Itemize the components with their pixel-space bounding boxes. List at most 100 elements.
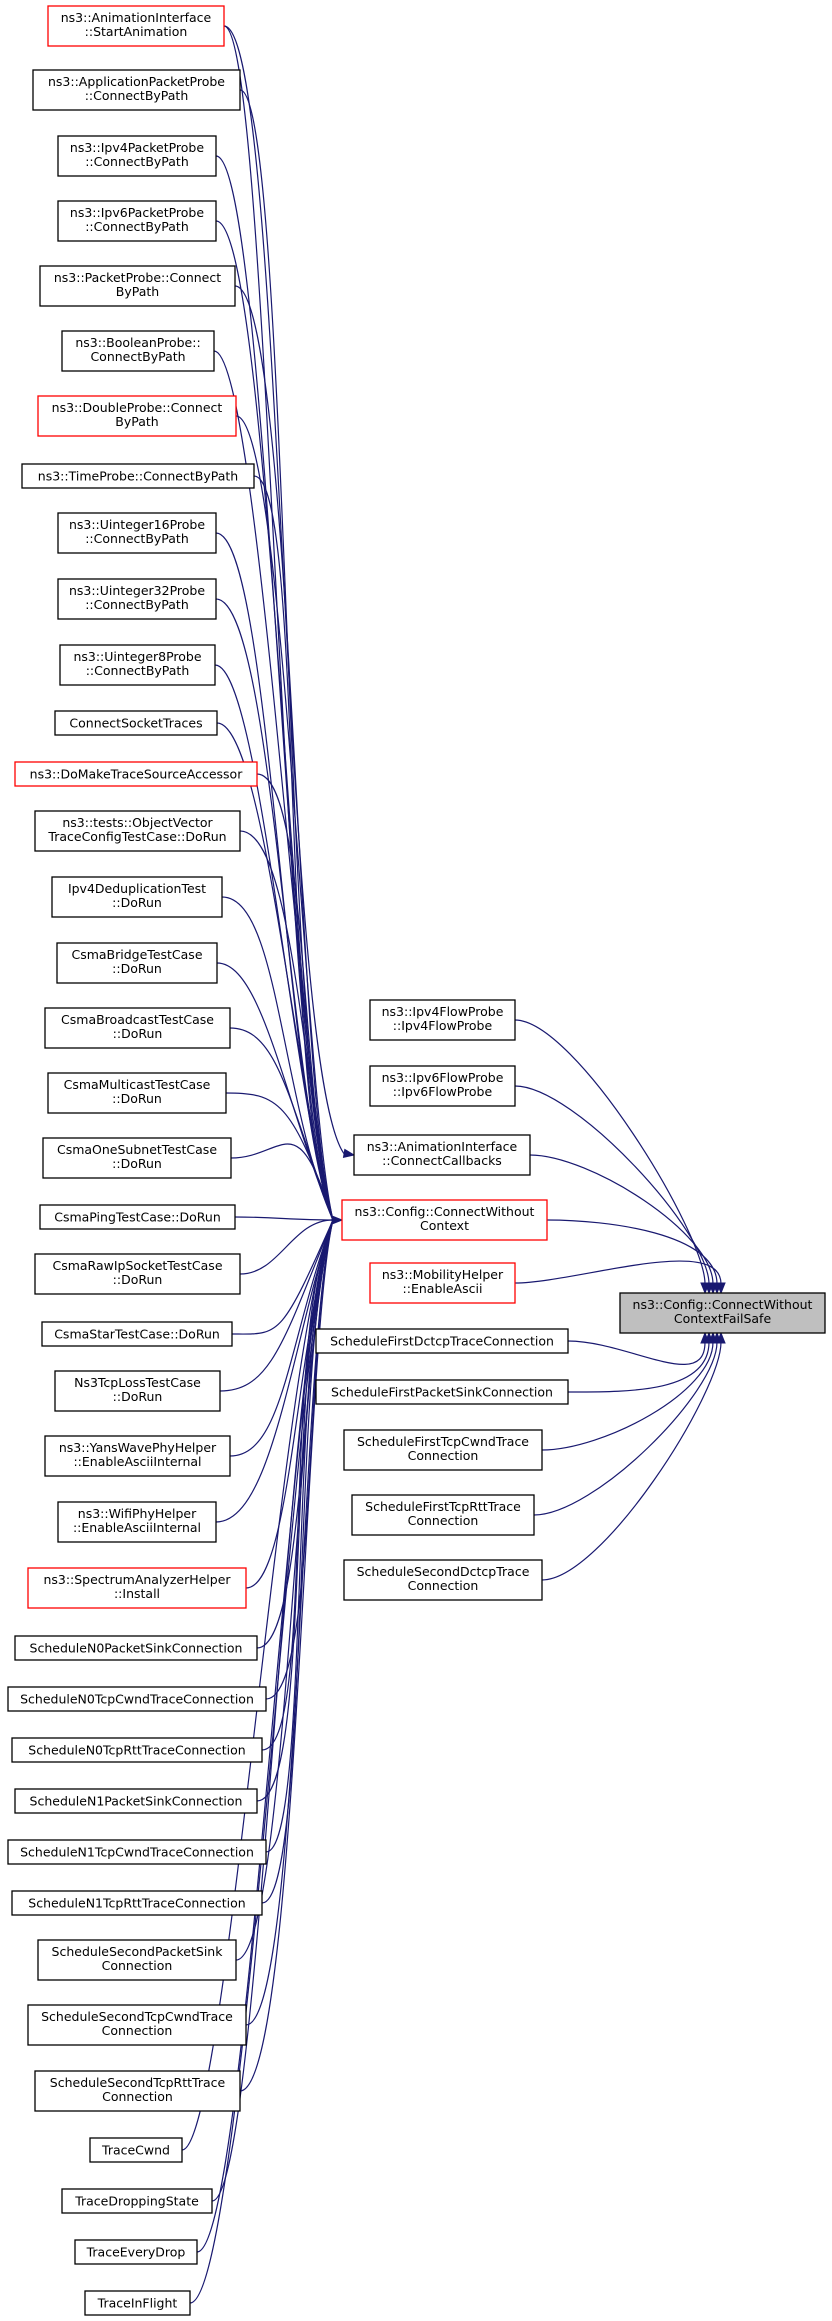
node-l35[interactable]: TraceCwnd bbox=[89, 2137, 183, 2163]
node-m0[interactable]: ns3::Ipv4FlowProbe::Ipv4FlowProbe bbox=[369, 999, 516, 1041]
node-l21[interactable]: CsmaStarTestCase::DoRun bbox=[41, 1321, 233, 1347]
node-l2[interactable]: ns3::Ipv4PacketProbe::ConnectByPath bbox=[57, 135, 217, 177]
node-l8[interactable]: ns3::Uinteger16Probe::ConnectByPath bbox=[57, 512, 217, 554]
node-l1[interactable]: ns3::ApplicationPacketProbe::ConnectByPa… bbox=[32, 69, 241, 111]
node-box-l14[interactable] bbox=[51, 876, 223, 918]
node-box-l34[interactable] bbox=[34, 2070, 241, 2112]
node-l7[interactable]: ns3::TimeProbe::ConnectByPath bbox=[21, 463, 255, 489]
node-l14[interactable]: Ipv4DeduplicationTest::DoRun bbox=[51, 876, 223, 918]
node-l36[interactable]: TraceDroppingState bbox=[61, 2188, 213, 2214]
node-box-l24[interactable] bbox=[57, 1501, 217, 1543]
node-box-l32[interactable] bbox=[37, 1939, 237, 1981]
node-box-m7[interactable] bbox=[343, 1559, 543, 1601]
node-box-m5[interactable] bbox=[343, 1429, 543, 1471]
node-l19[interactable]: CsmaPingTestCase::DoRun bbox=[39, 1204, 236, 1230]
node-box-l2[interactable] bbox=[57, 135, 217, 177]
node-box-l29[interactable] bbox=[14, 1788, 258, 1814]
node-box-l3[interactable] bbox=[57, 200, 217, 242]
node-l10[interactable]: ns3::Uinteger8Probe::ConnectByPath bbox=[59, 644, 216, 686]
node-l25[interactable]: ns3::SpectrumAnalyzerHelper::Install bbox=[27, 1567, 247, 1609]
node-target[interactable]: ns3::Config::ConnectWithoutContextFailSa… bbox=[619, 1292, 826, 1334]
node-box-l37[interactable] bbox=[74, 2239, 198, 2265]
node-box-l5[interactable] bbox=[61, 330, 215, 372]
node-box-l25[interactable] bbox=[27, 1567, 247, 1609]
node-box-l11[interactable] bbox=[54, 710, 218, 736]
node-box-l12[interactable] bbox=[14, 761, 258, 787]
node-box-target[interactable] bbox=[619, 1292, 826, 1334]
node-l37[interactable]: TraceEveryDrop bbox=[74, 2239, 198, 2265]
node-l4[interactable]: ns3::PacketProbe::ConnectByPath bbox=[39, 265, 236, 307]
node-l11[interactable]: ConnectSocketTraces bbox=[54, 710, 218, 736]
node-l22[interactable]: Ns3TcpLossTestCase::DoRun bbox=[54, 1370, 221, 1412]
node-box-l23[interactable] bbox=[44, 1435, 231, 1477]
node-box-l9[interactable] bbox=[57, 578, 217, 620]
node-m3[interactable]: ScheduleFirstDctcpTraceConnection bbox=[315, 1328, 569, 1354]
node-box-m6[interactable] bbox=[351, 1494, 535, 1536]
node-l29[interactable]: ScheduleN1PacketSinkConnection bbox=[14, 1788, 258, 1814]
node-box-l28[interactable] bbox=[11, 1737, 263, 1763]
node-l20[interactable]: CsmaRawIpSocketTestCase::DoRun bbox=[34, 1253, 241, 1295]
node-box-l38[interactable] bbox=[84, 2290, 191, 2316]
node-box-l4[interactable] bbox=[39, 265, 236, 307]
node-box-l30[interactable] bbox=[7, 1839, 267, 1865]
node-box-l15[interactable] bbox=[56, 942, 218, 984]
node-l3[interactable]: ns3::Ipv6PacketProbe::ConnectByPath bbox=[57, 200, 217, 242]
node-box-l13[interactable] bbox=[34, 810, 241, 852]
node-m4[interactable]: ScheduleFirstPacketSinkConnection bbox=[315, 1379, 569, 1405]
node-l12[interactable]: ns3::DoMakeTraceSourceAccessor bbox=[14, 761, 258, 787]
node-box-m2[interactable] bbox=[369, 1262, 516, 1304]
node-box-acb[interactable] bbox=[353, 1134, 531, 1176]
node-l24[interactable]: ns3::WifiPhyHelper::EnableAsciiInternal bbox=[57, 1501, 217, 1543]
node-box-l21[interactable] bbox=[41, 1321, 233, 1347]
node-m2[interactable]: ns3::MobilityHelper::EnableAscii bbox=[369, 1262, 516, 1304]
node-box-cwc[interactable] bbox=[341, 1199, 548, 1241]
node-box-l1[interactable] bbox=[32, 69, 241, 111]
node-l5[interactable]: ns3::BooleanProbe::ConnectByPath bbox=[61, 330, 215, 372]
node-l16[interactable]: CsmaBroadcastTestCase::DoRun bbox=[44, 1007, 231, 1049]
node-box-m4[interactable] bbox=[315, 1379, 569, 1405]
node-box-l20[interactable] bbox=[34, 1253, 241, 1295]
node-l9[interactable]: ns3::Uinteger32Probe::ConnectByPath bbox=[57, 578, 217, 620]
node-m1[interactable]: ns3::Ipv6FlowProbe::Ipv6FlowProbe bbox=[369, 1065, 516, 1107]
node-box-l27[interactable] bbox=[7, 1686, 267, 1712]
node-box-l7[interactable] bbox=[21, 463, 255, 489]
node-box-l18[interactable] bbox=[42, 1137, 232, 1179]
node-l15[interactable]: CsmaBridgeTestCase::DoRun bbox=[56, 942, 218, 984]
node-l38[interactable]: TraceInFlight bbox=[84, 2290, 191, 2316]
node-box-l8[interactable] bbox=[57, 512, 217, 554]
node-box-l19[interactable] bbox=[39, 1204, 236, 1230]
node-box-l35[interactable] bbox=[89, 2137, 183, 2163]
node-l28[interactable]: ScheduleN0TcpRttTraceConnection bbox=[11, 1737, 263, 1763]
node-l0[interactable]: ns3::AnimationInterface::StartAnimation bbox=[47, 5, 225, 47]
node-box-l31[interactable] bbox=[11, 1890, 263, 1916]
node-box-m1[interactable] bbox=[369, 1065, 516, 1107]
node-box-l6[interactable] bbox=[37, 395, 237, 437]
node-l23[interactable]: ns3::YansWavePhyHelper::EnableAsciiInter… bbox=[44, 1435, 231, 1477]
node-l30[interactable]: ScheduleN1TcpCwndTraceConnection bbox=[7, 1839, 267, 1865]
node-l27[interactable]: ScheduleN0TcpCwndTraceConnection bbox=[7, 1686, 267, 1712]
node-l26[interactable]: ScheduleN0PacketSinkConnection bbox=[14, 1635, 258, 1661]
node-l13[interactable]: ns3::tests::ObjectVectorTraceConfigTestC… bbox=[34, 810, 241, 852]
node-box-l33[interactable] bbox=[27, 2004, 247, 2046]
node-box-l36[interactable] bbox=[61, 2188, 213, 2214]
node-box-l26[interactable] bbox=[14, 1635, 258, 1661]
node-box-l17[interactable] bbox=[47, 1072, 227, 1114]
node-box-l10[interactable] bbox=[59, 644, 216, 686]
node-box-m3[interactable] bbox=[315, 1328, 569, 1354]
node-box-m0[interactable] bbox=[369, 999, 516, 1041]
node-acb[interactable]: ns3::AnimationInterface::ConnectCallback… bbox=[353, 1134, 531, 1176]
node-l18[interactable]: CsmaOneSubnetTestCase::DoRun bbox=[42, 1137, 232, 1179]
node-box-l22[interactable] bbox=[54, 1370, 221, 1412]
node-box-l16[interactable] bbox=[44, 1007, 231, 1049]
node-l17[interactable]: CsmaMulticastTestCase::DoRun bbox=[47, 1072, 227, 1114]
node-box-l0[interactable] bbox=[47, 5, 225, 47]
node-l31[interactable]: ScheduleN1TcpRttTraceConnection bbox=[11, 1890, 263, 1916]
node-l6[interactable]: ns3::DoubleProbe::ConnectByPath bbox=[37, 395, 237, 437]
